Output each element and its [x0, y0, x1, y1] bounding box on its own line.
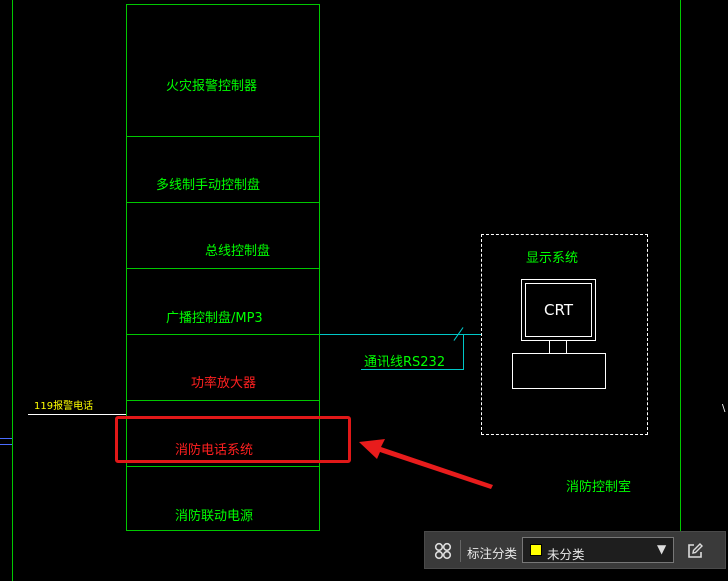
crt-screen: CRT	[525, 283, 592, 337]
arrow-shape	[359, 439, 493, 489]
edit-icon[interactable]	[683, 539, 707, 563]
cabinet-divider	[126, 136, 320, 137]
grid-icon-svg	[434, 542, 452, 560]
module-bus-control-panel: 总线控制盘	[205, 244, 271, 259]
rs232-line	[320, 334, 481, 335]
toolbar-separator	[460, 540, 461, 562]
frame-left-line	[12, 0, 13, 581]
cabinet-divider	[126, 334, 320, 335]
annotation-arrow	[359, 439, 493, 489]
crt-base	[512, 353, 606, 389]
cabinet-divider	[126, 400, 320, 401]
frame-left-tick	[0, 438, 12, 439]
phone-line	[28, 414, 126, 415]
highlight-box[interactable]	[115, 416, 351, 463]
module-manual-control-panel: 多线制手动控制盘	[156, 178, 261, 193]
crt-monitor	[521, 279, 596, 341]
module-fire-alarm-controller: 火灾报警控制器	[166, 79, 258, 94]
display-system-title: 显示系统	[526, 251, 579, 266]
display-system-box	[481, 234, 648, 435]
module-power-amplifier: 功率放大器	[191, 376, 257, 391]
label-rs232: 通讯线RS232	[364, 355, 446, 370]
rs232-drop	[463, 334, 464, 370]
rs232-underline	[361, 369, 464, 370]
module-linkage-power: 消防联动电源	[175, 509, 254, 524]
grid-icon[interactable]	[431, 539, 455, 563]
cabinet-divider	[126, 202, 320, 203]
category-color-swatch	[530, 544, 542, 556]
crt-stand	[549, 341, 567, 353]
annotation-toolbar: 标注分类 未分类 ▼	[424, 531, 726, 569]
frame-right-line	[680, 0, 681, 531]
frame-left-tick	[0, 444, 12, 445]
label-119-phone: 119报警电话	[34, 401, 94, 412]
edge-mark: \	[722, 403, 726, 414]
cabinet-divider	[126, 268, 320, 269]
module-fire-phone-system: 消防电话系统	[175, 443, 254, 458]
category-selected-value: 未分类	[547, 547, 585, 562]
control-cabinet	[126, 4, 320, 531]
category-select[interactable]: 未分类 ▼	[522, 537, 674, 563]
room-label: 消防控制室	[566, 480, 632, 495]
chevron-down-icon: ▼	[657, 542, 667, 556]
edit-icon-svg	[688, 543, 703, 558]
category-label: 标注分类	[467, 546, 518, 561]
module-broadcast-panel: 广播控制盘/MP3	[166, 311, 263, 326]
cabinet-divider	[126, 466, 320, 467]
